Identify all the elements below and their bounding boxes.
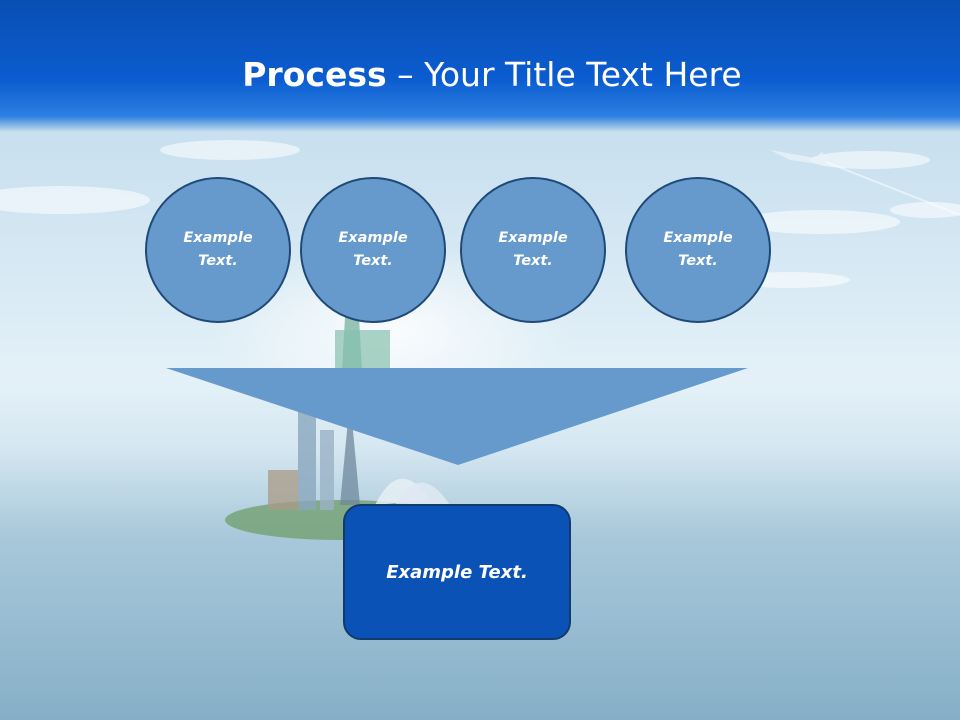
process-circle-1[interactable]: Example Text. (145, 177, 291, 323)
process-circle-1-text: Example Text. (183, 230, 253, 269)
process-circle-4[interactable]: Example Text. (625, 177, 771, 323)
result-box[interactable]: Example Text. (343, 504, 571, 640)
process-circle-3-text: Example Text. (498, 230, 568, 269)
process-circle-4-text: Example Text. (663, 230, 733, 269)
header-band (0, 0, 960, 132)
result-box-text: Example Text. (386, 561, 528, 583)
process-circle-2[interactable]: Example Text. (300, 177, 446, 323)
cloud-shapes (0, 140, 960, 288)
funnel-arrow (166, 368, 748, 465)
contrail (825, 161, 960, 216)
process-circle-3[interactable]: Example Text. (460, 177, 606, 323)
airplane-icon (770, 150, 826, 164)
slide-title: Process – Your Title Text Here (0, 52, 960, 98)
process-circle-2-text: Example Text. (338, 230, 408, 269)
title-rest-part: – Your Title Text Here (386, 55, 742, 94)
title-bold-part: Process (242, 55, 387, 94)
